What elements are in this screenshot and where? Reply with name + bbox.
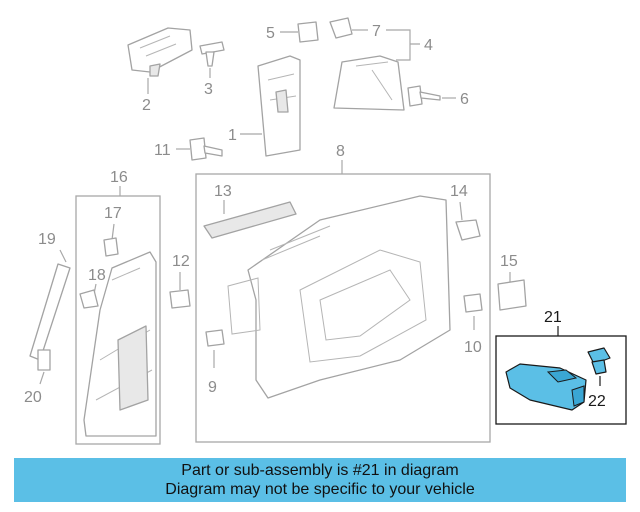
callout-17: 17 <box>104 205 122 222</box>
callout-10: 10 <box>464 339 482 356</box>
callout-16: 16 <box>110 169 128 186</box>
callout-20: 20 <box>24 389 42 406</box>
part-4-cover <box>333 55 405 111</box>
part-12-clip <box>169 289 191 309</box>
part-9-clip <box>205 329 225 347</box>
callout-3: 3 <box>204 81 213 98</box>
part-19-strip <box>29 263 71 361</box>
part-6-bolt <box>407 85 441 107</box>
leader-4 <box>386 29 420 61</box>
part-17-clip <box>103 237 119 257</box>
leader-20 <box>39 371 45 385</box>
callout-7: 7 <box>372 23 381 40</box>
part-20-clip <box>37 349 51 371</box>
callout-18: 18 <box>88 267 106 284</box>
callout-15: 15 <box>500 253 518 270</box>
callout-8: 8 <box>336 143 345 160</box>
part-14-cap <box>455 219 481 241</box>
callout-2: 2 <box>142 97 151 114</box>
leader-14 <box>459 201 463 221</box>
part-16-quarter-trim-lower <box>83 251 157 437</box>
callout-13: 13 <box>214 183 232 200</box>
leader-17 <box>111 223 115 241</box>
part-1-pillar-trim <box>257 55 301 157</box>
part-11-screw <box>189 137 223 161</box>
callout-1: 1 <box>228 127 237 144</box>
parts-diagram: 2 3 5 7 4 6 1 11 16 17 <box>24 17 627 445</box>
part-7-clip <box>329 17 353 39</box>
group-box-16 <box>75 195 161 445</box>
callout-21: 21 <box>544 309 562 326</box>
banner-line-1: Part or sub-assembly is #21 in diagram <box>181 462 459 479</box>
part-22-bulb <box>587 347 611 375</box>
callout-11: 11 <box>154 142 171 159</box>
banner-line-2: Diagram may not be specific to your vehi… <box>165 481 475 498</box>
part-10-clip <box>463 293 483 313</box>
part-3-clip <box>199 41 225 67</box>
part-8-quarter-trim-panel <box>227 195 451 399</box>
part-21-lamp-assembly <box>505 363 587 411</box>
part-2-bracket <box>127 27 193 77</box>
callout-5: 5 <box>266 25 275 42</box>
group-box-21 <box>495 335 627 425</box>
callout-9: 9 <box>208 379 217 396</box>
callout-4: 4 <box>424 37 433 54</box>
part-5-clip <box>297 21 319 43</box>
part-13-handle <box>203 201 297 239</box>
callout-6: 6 <box>460 91 469 108</box>
callout-22: 22 <box>588 393 606 410</box>
part-18-clip <box>79 289 99 309</box>
callout-19: 19 <box>38 231 56 248</box>
part-15-bracket <box>497 279 527 311</box>
leader-19 <box>59 249 67 263</box>
callout-12: 12 <box>172 253 190 270</box>
info-banner: Part or sub-assembly is #21 in diagram D… <box>14 458 626 502</box>
group-box-8 <box>195 173 491 443</box>
callout-14: 14 <box>450 183 468 200</box>
